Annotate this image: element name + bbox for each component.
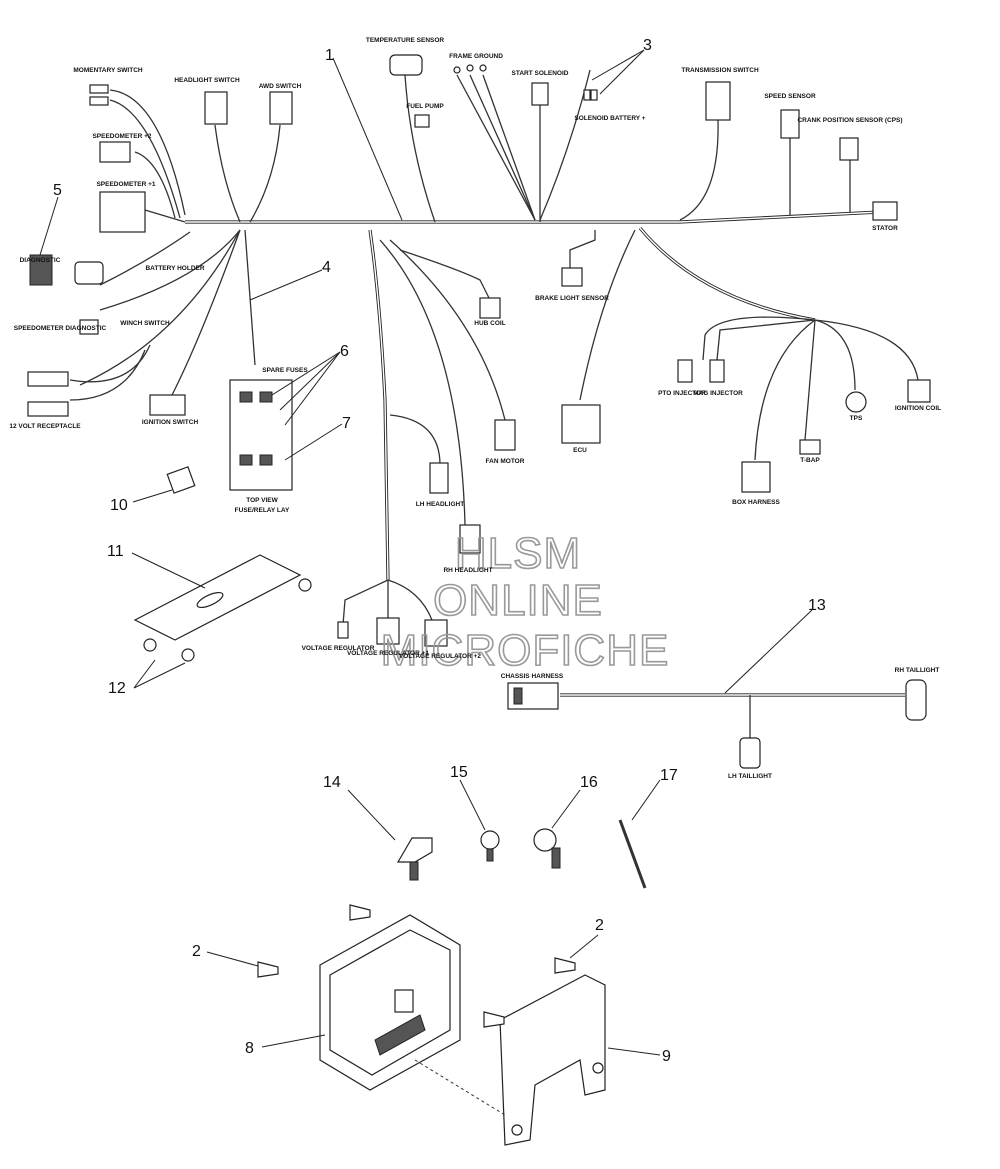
callout-13: 13 [808,597,826,614]
callout-10: 10 [110,497,128,514]
label-ecu: ECU [573,447,587,454]
label-lh-headlight: LH HEADLIGHT [416,501,464,508]
bracket-plate [133,554,312,662]
callout-1: 1 [325,47,334,64]
label-fuse-box-view: TOP VIEW [246,497,278,504]
callout-7: 7 [342,415,351,432]
label-spare-fuses: SPARE FUSES [262,367,308,374]
callout-5: 5 [53,182,62,199]
wires [69,69,919,626]
component-labels: TEMPERATURE SENSOR MOMENTARY SWITCH HEAD… [9,37,941,780]
label-headlight-switch: HEADLIGHT SWITCH [174,77,240,84]
callout-15: 15 [450,764,468,781]
callout-16: 16 [580,774,598,791]
callout-17: 17 [660,767,678,784]
label-speedometer-1: SPEEDOMETER +1 [96,181,155,188]
connectors [27,54,931,647]
callout-4: 4 [322,259,331,276]
label-fuse-box-layout: FUSE/RELAY LAY [235,507,290,514]
label-speedometer-2: SPEEDOMETER +2 [92,133,151,140]
callout-2-right: 2 [595,917,604,934]
label-momentary-switch: MOMENTARY SWITCH [73,67,143,74]
label-rh-taillight: RH TAILLIGHT [895,667,940,674]
label-speed-sensor: SPEED SENSOR [764,93,816,100]
callouts: 1 2 2 3 4 5 6 7 8 9 10 11 12 13 14 [39,37,826,1065]
label-chassis-harness: CHASSIS HARNESS [501,673,564,680]
label-ignition-coil: IGNITION COIL [895,405,941,412]
label-fuel-pump: FUEL PUMP [406,103,444,110]
label-voltage-regulator-2: VOLTAGE REGULATOR +2 [399,653,481,660]
ecm-assembly [257,904,606,1146]
label-transmission-switch: TRANSMISSION SWITCH [681,67,759,74]
label-frame-ground: FRAME GROUND [449,53,503,60]
watermark-line-1: HLSM [455,529,581,578]
label-brake-light-sensor: BRAKE LIGHT SENSOR [535,295,609,302]
label-speedometer-diagnostic: SPEEDOMETER DIAGNOSTIC [14,325,107,332]
label-voltage-regulator: VOLTAGE REGULATOR [302,645,375,652]
label-pto-injector: PTO INJECTOR [658,390,706,397]
label-rh-headlight: RH HEADLIGHT [443,567,492,574]
label-diagnostic: DIAGNOSTIC [20,257,61,264]
label-hub-coil: HUB COIL [474,320,505,327]
watermark-line-3: MICROFICHE [381,626,670,675]
label-stator: STATOR [872,225,898,232]
label-t-bap: T-BAP [800,457,820,464]
callout-3: 3 [643,37,652,54]
callout-14: 14 [323,774,341,791]
watermark-line-2: ONLINE [433,576,603,625]
label-box-harness: BOX HARNESS [732,499,780,506]
label-awd-switch: AWD SWITCH [259,83,302,90]
label-winch-switch: WINCH SWITCH [120,320,170,327]
callout-6: 6 [340,343,349,360]
callout-2-left: 2 [192,943,201,960]
label-fan-motor: FAN MOTOR [486,458,525,465]
label-solenoid-battery: SOLENOID BATTERY + [574,115,645,122]
label-mag-injector: MAG INJECTOR [693,390,743,397]
callout-12: 12 [108,680,126,697]
label-voltage-regulator-1: VOLTAGE REGULATOR +1 [347,650,429,657]
label-12v-receptacle: 12 VOLT RECEPTACLE [9,423,81,430]
label-crank-position-sensor: CRANK POSITION SENSOR (CPS) [797,117,902,124]
label-temperature-sensor: TEMPERATURE SENSOR [366,37,445,44]
main-harness [185,210,881,581]
watermark: HLSM ONLINE MICROFICHE [380,528,670,676]
chassis-harness [507,679,927,769]
callout-8: 8 [245,1040,254,1057]
label-tps: TPS [850,415,863,422]
label-ignition-switch: IGNITION SWITCH [142,419,199,426]
hardware-parts [396,819,647,889]
callout-9: 9 [662,1048,671,1065]
label-start-solenoid: START SOLENOID [512,70,569,77]
label-lh-taillight: LH TAILLIGHT [728,773,772,780]
label-battery-holder: BATTERY HOLDER [145,265,204,272]
callout-11: 11 [107,543,124,560]
